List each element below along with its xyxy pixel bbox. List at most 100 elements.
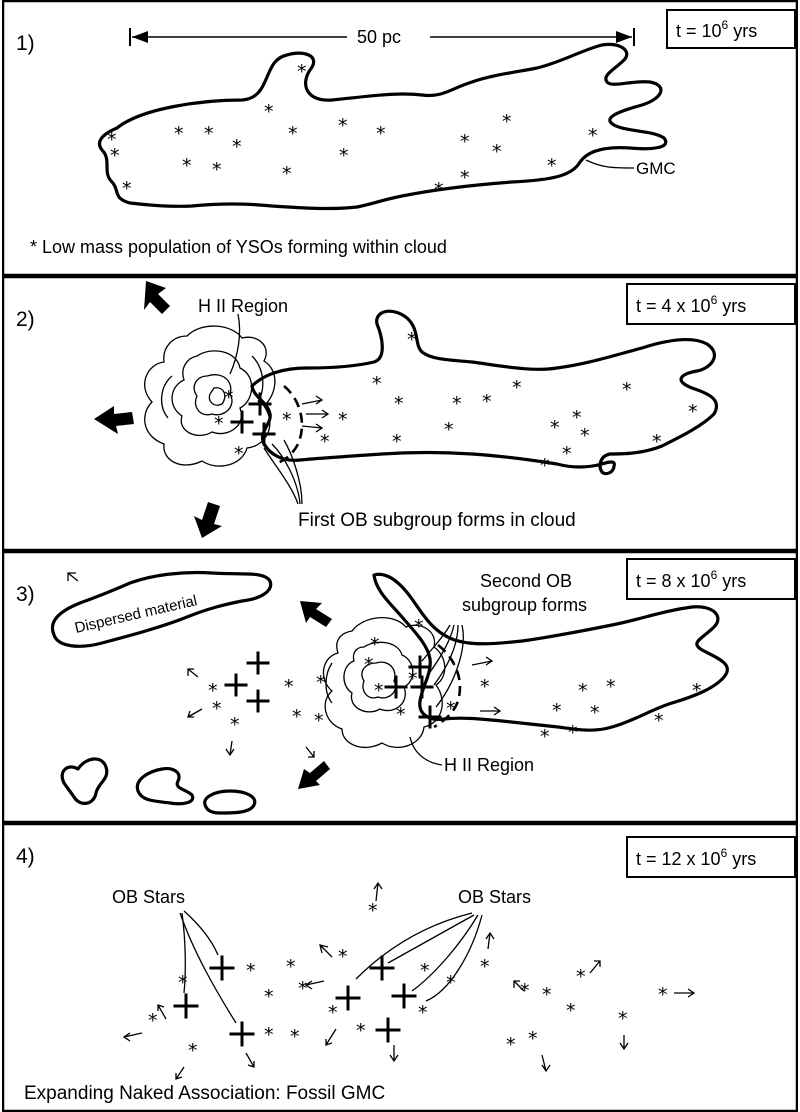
star: * <box>658 984 668 1006</box>
star: * <box>576 966 586 988</box>
star: * <box>590 702 600 724</box>
hii-label-leader <box>230 314 240 374</box>
arrow-icon <box>486 933 494 949</box>
ob-star-icon <box>254 424 274 444</box>
panel-1-number: 1) <box>16 32 35 55</box>
panel-1-caption: * Low mass population of YSOs forming wi… <box>30 237 447 257</box>
panel-2-time: t = 4 x 106 yrs <box>636 293 746 316</box>
debris-cloud <box>205 791 255 813</box>
ob-star-icon <box>248 653 268 673</box>
arrow-icon <box>194 502 222 538</box>
star: * <box>418 1002 428 1024</box>
star: * <box>182 155 192 177</box>
star: * <box>338 115 348 137</box>
star: * <box>512 377 522 399</box>
star: * <box>434 179 444 201</box>
arrow-icon <box>226 741 234 755</box>
star: * <box>480 676 490 698</box>
arrow-icon <box>306 747 314 757</box>
star: * <box>320 431 330 453</box>
star: * <box>212 698 222 720</box>
arrow-icon <box>620 1035 628 1049</box>
star: * <box>286 956 296 978</box>
arrow-icon <box>188 669 198 677</box>
star: * <box>622 379 632 401</box>
star: * <box>550 417 560 439</box>
ob-star-icon <box>393 985 415 1007</box>
star: * <box>408 668 418 690</box>
star: * <box>282 163 292 185</box>
star: * <box>290 1026 300 1048</box>
star: * <box>148 1010 158 1032</box>
arrow-icon <box>390 1045 398 1061</box>
star: * <box>452 393 462 415</box>
star: * <box>578 680 588 702</box>
star: * <box>370 634 380 656</box>
small-arrows <box>302 396 328 432</box>
ob-star-icon <box>226 675 246 695</box>
star: * <box>214 413 224 435</box>
arrow-icon <box>158 1005 166 1019</box>
star: * <box>652 431 662 453</box>
star: * <box>224 387 234 409</box>
arrow-icon <box>298 761 330 789</box>
subgroup-2-label-line1: Second OB <box>480 571 572 591</box>
ob-star-icon <box>371 957 393 979</box>
star: * <box>414 616 424 638</box>
arrow-icon <box>302 424 322 432</box>
arrow-icon <box>124 1033 142 1041</box>
star: * <box>568 722 578 744</box>
star: * <box>232 136 242 158</box>
star: * <box>372 373 382 395</box>
arrow-icon <box>68 573 78 581</box>
panel-2: 2) t = 4 x 106 yrs H II Region * * * <box>2 276 798 551</box>
ob-star-icon <box>386 677 406 697</box>
star: * <box>204 123 214 145</box>
star: * <box>542 984 552 1006</box>
star: * <box>528 1028 538 1050</box>
ob-star-icon <box>337 987 359 1009</box>
star: * <box>446 698 456 720</box>
scale-label: 50 pc <box>357 27 401 47</box>
star: * <box>407 329 417 351</box>
debris-cloud <box>62 759 107 803</box>
star: * <box>540 726 550 748</box>
ob-star-icon <box>211 957 233 979</box>
star: * <box>480 956 490 978</box>
star: * <box>122 178 132 200</box>
arrow-icon <box>374 883 382 901</box>
panel-4-caption: Expanding Naked Association: Fossil GMC <box>24 1083 385 1104</box>
star: * <box>692 680 702 702</box>
star: * <box>297 61 307 83</box>
arrow-icon <box>246 1053 254 1067</box>
arrow-icon <box>94 406 134 434</box>
star: * <box>552 700 562 722</box>
star: * <box>374 680 384 702</box>
star: * <box>566 1000 576 1022</box>
star: * <box>264 986 274 1008</box>
arrow-icon <box>176 1067 184 1079</box>
panel-1-time: t = 106 yrs <box>676 18 757 41</box>
star: * <box>292 706 302 728</box>
star: * <box>178 972 188 994</box>
star: * <box>492 141 502 163</box>
star: * <box>230 714 240 736</box>
expansion-arrows-4 <box>124 883 694 1079</box>
star: * <box>368 900 378 922</box>
gmc-label-leader <box>586 160 634 168</box>
panel-3-time: t = 8 x 106 yrs <box>636 568 746 591</box>
arrow-icon <box>472 657 492 665</box>
ob-star-icon <box>420 707 440 727</box>
panel-4-time: t = 12 x 106 yrs <box>636 846 756 869</box>
star: * <box>420 960 430 982</box>
ob-stars-label-right: OB Stars <box>458 887 531 907</box>
star: * <box>392 431 402 453</box>
star: * <box>562 443 572 465</box>
star: * <box>446 972 456 994</box>
subgroup-2-label-line2: subgroup forms <box>462 595 587 615</box>
ob-star-icon <box>231 1023 253 1045</box>
ob-star-icon <box>175 995 197 1017</box>
star: * <box>339 145 349 167</box>
star: * <box>540 455 550 477</box>
star: * <box>580 425 590 447</box>
